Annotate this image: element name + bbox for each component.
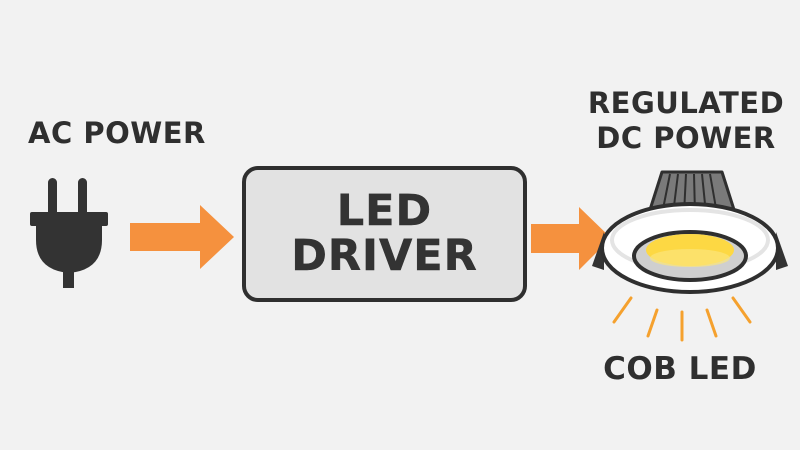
cob-downlight-icon [592,170,788,294]
ac-power-label: AC POWER [28,116,206,150]
output-arrow [531,207,611,270]
regulated-dc-power-label-line2: DC POWER [596,121,776,155]
input-arrow [130,205,234,269]
regulated-dc-power-label-line1: REGULATED [587,86,785,120]
light-rays-icon [612,296,752,342]
led-driver-label-line1: LED [336,185,433,236]
cob-led-label: COB LED [603,351,757,387]
led-driver-block: LED DRIVER [242,166,527,302]
led-driver-label-line2: DRIVER [291,231,478,281]
plug-icon [30,178,108,288]
